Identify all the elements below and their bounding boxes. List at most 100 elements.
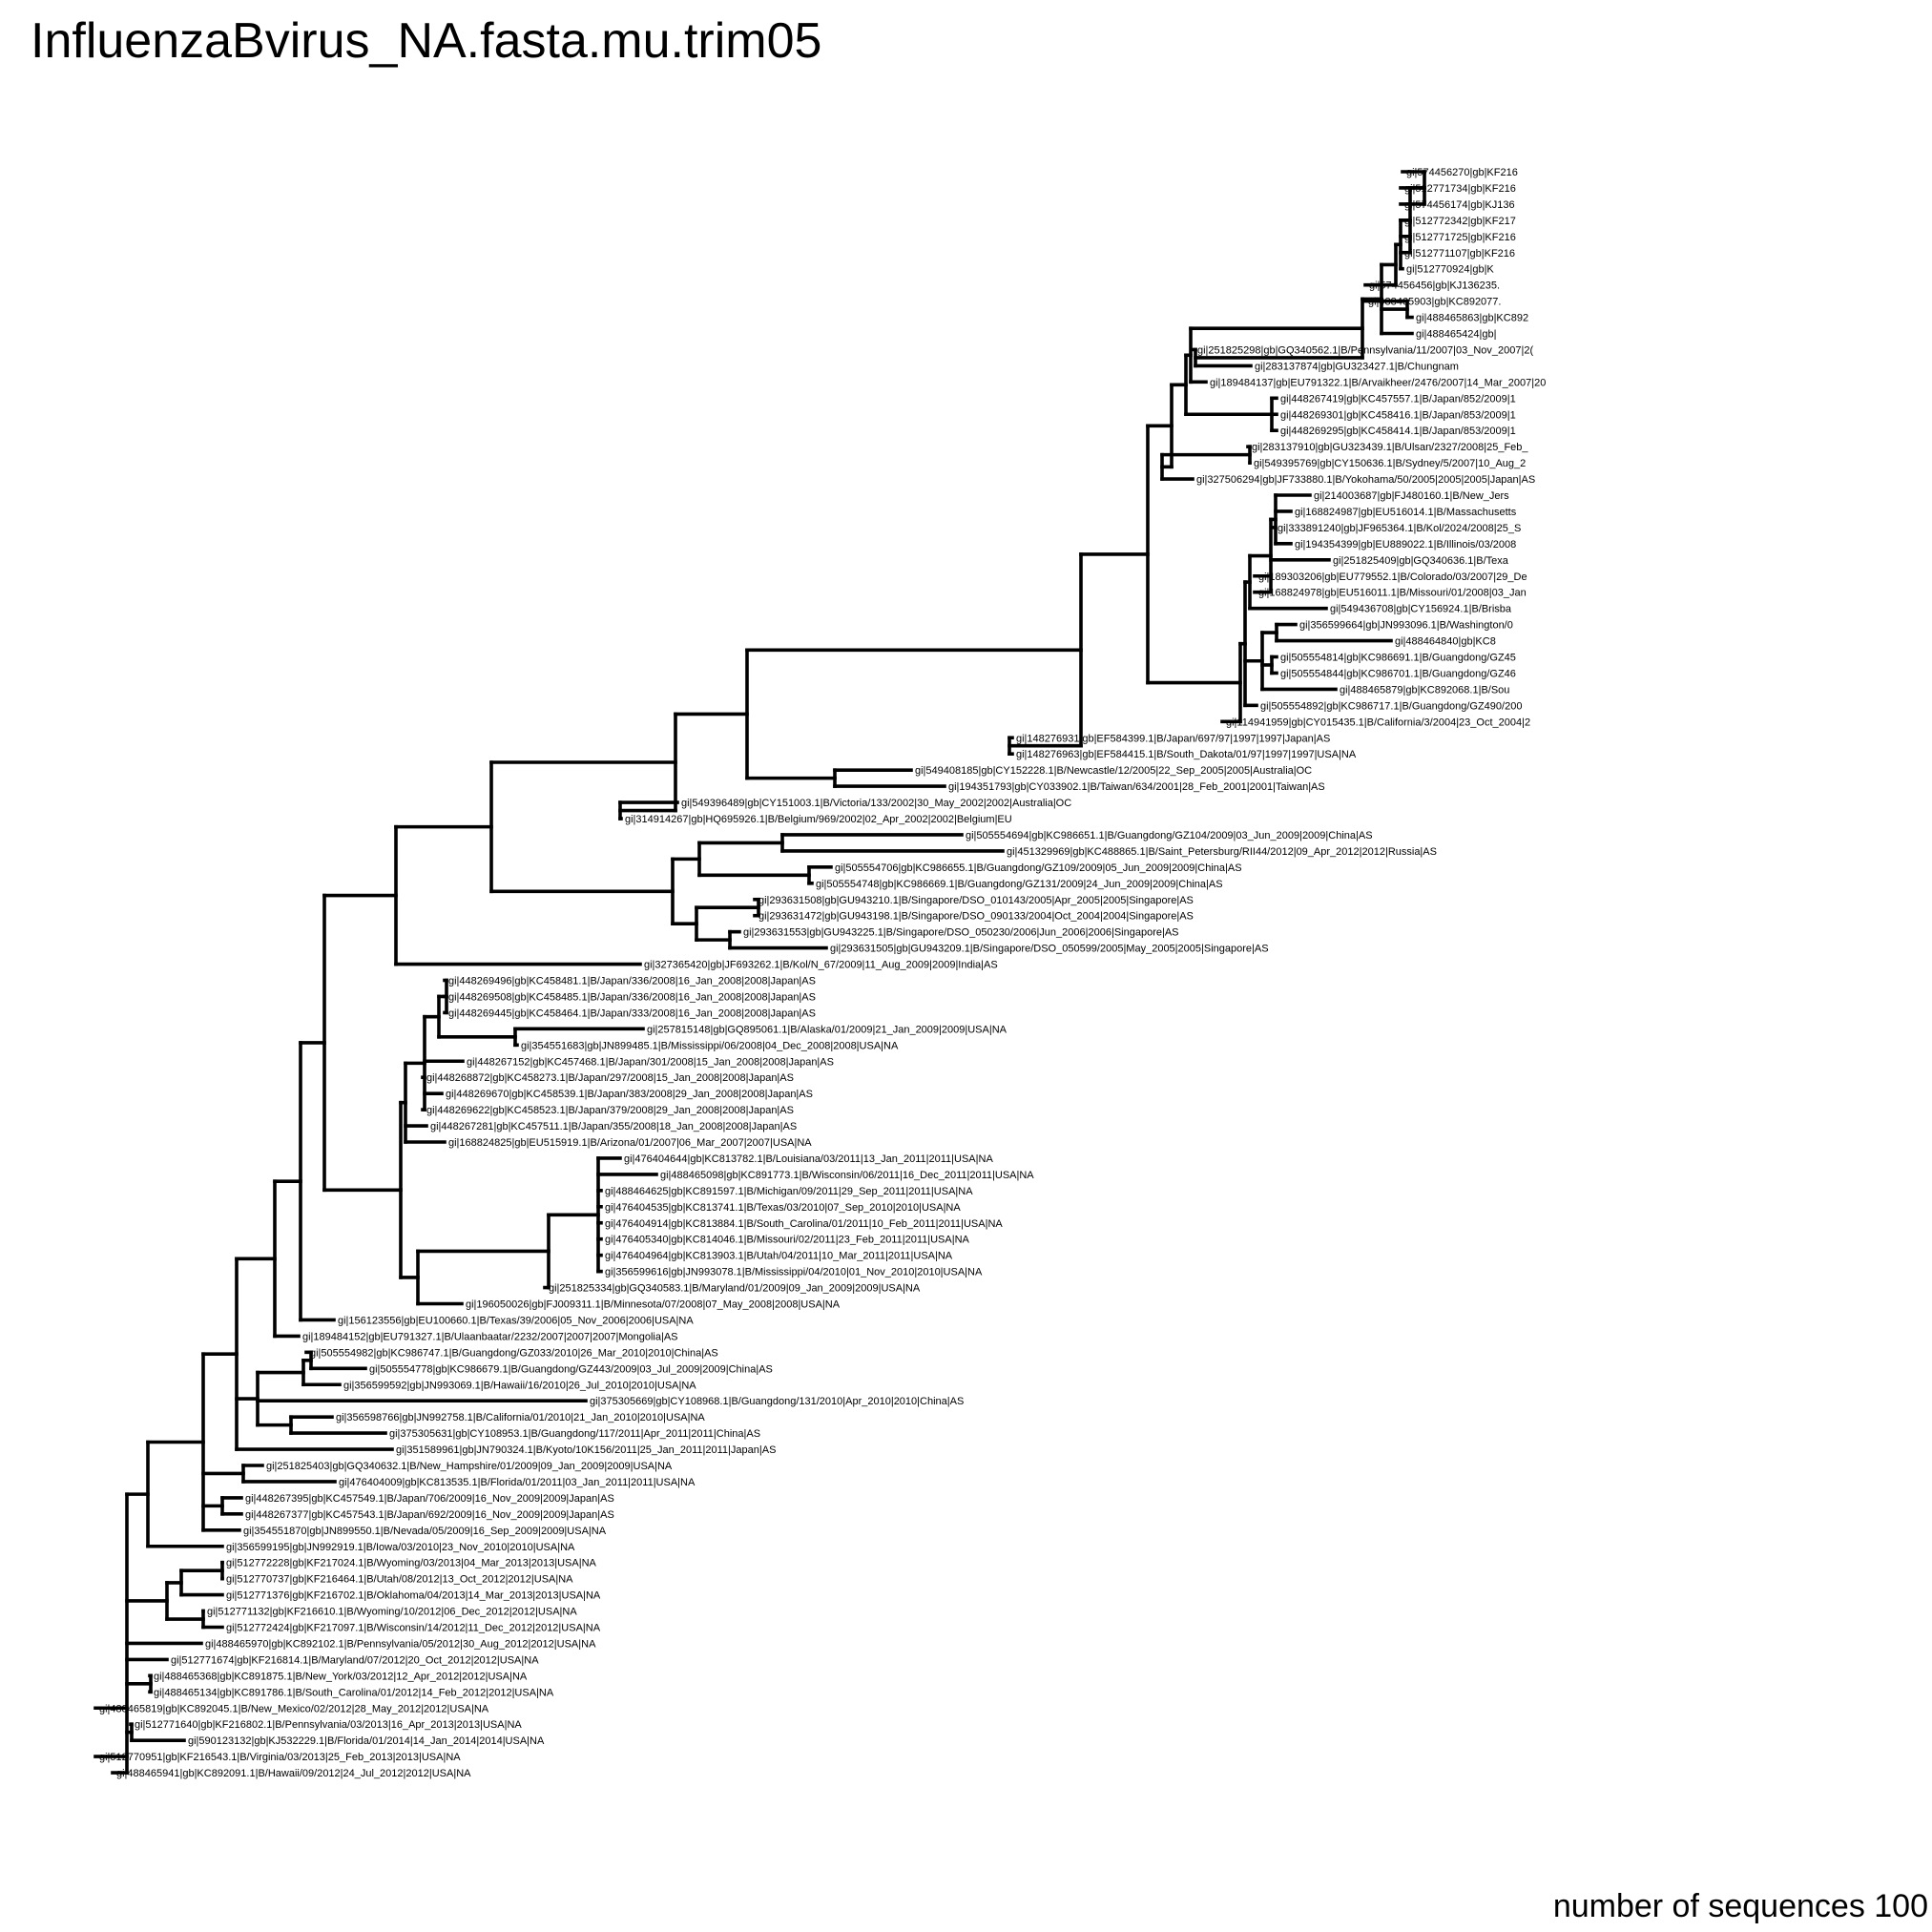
leaf-label: gi|194351793|gb|CY033902.1|B/Taiwan/634/… — [948, 781, 1325, 793]
leaf-label: gi|356599616|gb|JN993078.1|B/Mississippi… — [605, 1267, 983, 1278]
leaf-label: gi|356599195|gb|JN992919.1|B/Iowa/03/201… — [226, 1542, 575, 1553]
leaf-label: gi|512771132|gb|KF216610.1|B/Wyoming/10/… — [207, 1607, 577, 1618]
leaf-label: gi|293631505|gb|GU943209.1|B/Singapore/D… — [830, 944, 1269, 955]
leaf-label: gi|488465863|gb|KC892 — [1416, 313, 1528, 324]
leaf-label: gi|293631553|gb|GU943225.1|B/Singapore/D… — [743, 927, 1179, 939]
leaf-label: gi|448267281|gb|KC457511.1|B/Japan/355/2… — [430, 1121, 797, 1132]
leaf-label: gi|168824978|gb|EU516011.1|B/Missouri/01… — [1258, 588, 1527, 599]
leaf-label: gi|448269445|gb|KC458464.1|B/Japan/333/2… — [448, 1008, 816, 1019]
leaf-label: gi|549396489|gb|CY151003.1|B/Victoria/13… — [681, 798, 1071, 809]
leaf-label: gi|189484152|gb|EU791327.1|B/Ulaanbaatar… — [302, 1331, 678, 1342]
leaf-label: gi|505554892|gb|KC986717.1|B/Guangdong/G… — [1260, 700, 1522, 712]
leaf-label: gi|505554706|gb|KC986655.1|B/Guangdong/G… — [835, 862, 1242, 874]
leaf-label: gi|512771376|gb|KF216702.1|B/Oklahoma/04… — [226, 1590, 601, 1602]
leaf-label: gi|194354399|gb|EU889022.1|B/Illinois/03… — [1295, 539, 1516, 551]
leaf-label: gi|283137910|gb|GU323439.1|B/Ulsan/2327/… — [1252, 442, 1528, 453]
leaf-label: gi|448267395|gb|KC457549.1|B/Japan/706/2… — [245, 1493, 614, 1505]
leaf-label: gi|448267152|gb|KC457468.1|B/Japan/301/2… — [467, 1056, 834, 1068]
leaf-label: gi|549395769|gb|CY150636.1|B/Sydney/5/20… — [1254, 458, 1526, 469]
leaf-label: gi|251825298|gb|GQ340562.1|B/Pennsylvani… — [1197, 344, 1533, 356]
leaf-label: gi|488465941|gb|KC892091.1|B/Hawaii/09/2… — [116, 1768, 471, 1779]
leaf-label: gi|189484137|gb|EU791322.1|B/Arvaikheer/… — [1210, 377, 1546, 388]
leaf-label: gi|448269301|gb|KC458416.1|B/Japan/853/2… — [1280, 409, 1516, 421]
leaf-label: gi|488465903|gb|KC892077. — [1368, 297, 1501, 308]
leaf-label: gi|156123556|gb|EU100660.1|B/Texas/39/20… — [338, 1315, 694, 1326]
leaf-label: gi|476405340|gb|KC814046.1|B/Missouri/02… — [605, 1235, 970, 1246]
leaf-label: gi|476404964|gb|KC813903.1|B/Utah/04/201… — [605, 1251, 953, 1262]
leaf-label: gi|512771734|gb|KF216 — [1404, 183, 1516, 195]
leaf-label: gi|512772342|gb|KF217 — [1404, 216, 1516, 227]
leaf-label: gi|476404644|gb|KC813782.1|B/Louisiana/0… — [624, 1153, 993, 1165]
leaf-label: gi|451329969|gb|KC488865.1|B/Saint_Peter… — [1007, 846, 1437, 858]
leaf-label: gi|448269622|gb|KC458523.1|B/Japan/379/2… — [426, 1105, 794, 1116]
leaf-label: gi|476404535|gb|KC813741.1|B/Texas/03/20… — [605, 1202, 961, 1214]
leaf-label: gi|314914267|gb|HQ695926.1|B/Belgium/969… — [625, 814, 1012, 825]
page-title: InfluenzaBvirus_NA.fasta.mu.trim05 — [31, 13, 822, 69]
leaf-label: gi|488465879|gb|KC892068.1|B/Sou — [1340, 684, 1509, 696]
leaf-label: gi|512772228|gb|KF217024.1|B/Wyoming/03/… — [226, 1558, 597, 1569]
leaf-label: gi|505554982|gb|KC986747.1|B/Guangdong/G… — [310, 1347, 718, 1359]
leaf-label: gi|448269670|gb|KC458539.1|B/Japan/383/2… — [446, 1089, 813, 1100]
leaf-labels: gi|574456270|gb|KF216 gi|512771734|gb|KF2… — [99, 167, 1546, 1779]
leaf-label: gi|512771725|gb|KF216 — [1404, 232, 1516, 243]
leaf-label: gi|148276931|gb|EF584399.1|B/Japan/697/9… — [1016, 733, 1330, 744]
leaf-label: gi|283137874|gb|GU323427.1|B/Chungnam — [1255, 361, 1459, 372]
leaf-label: gi|168824825|gb|EU515919.1|B/Arizona/01/… — [448, 1137, 812, 1149]
leaf-label: gi|333891240|gb|JF965364.1|B/Kol/2024/20… — [1278, 523, 1521, 534]
leaf-label: gi|257815148|gb|GQ895061.1|B/Alaska/01/2… — [647, 1024, 1008, 1035]
leaf-label: gi|574456456|gb|KJ136235. — [1369, 280, 1500, 292]
leaf-label: gi|327506294|gb|JF733880.1|B/Yokohama/50… — [1196, 474, 1535, 486]
leaf-label: gi|293631472|gb|GU943198.1|B/Singapore/D… — [758, 911, 1194, 923]
leaf-label: gi|512771674|gb|KF216814.1|B/Maryland/07… — [171, 1654, 539, 1666]
tree-branches — [93, 170, 1426, 1775]
leaf-label: gi|505554694|gb|KC986651.1|B/Guangdong/G… — [966, 830, 1373, 841]
leaf-label: gi|354551683|gb|JN899485.1|B/Mississippi… — [521, 1040, 899, 1051]
leaf-label: gi|189303206|gb|EU779552.1|B/Colorado/03… — [1258, 571, 1527, 583]
leaf-label: gi|574456270|gb|KF216 — [1406, 167, 1518, 178]
leaf-label: gi|488465368|gb|KC891875.1|B/New_York/03… — [154, 1671, 528, 1682]
leaf-label: gi|354551870|gb|JN899550.1|B/Nevada/05/2… — [243, 1526, 607, 1537]
leaf-label: gi|293631508|gb|GU943210.1|B/Singapore/D… — [758, 895, 1194, 906]
leaf-label: gi|196050026|gb|FJ009311.1|B/Minnesota/0… — [466, 1299, 841, 1311]
leaf-label: gi|488465970|gb|KC892102.1|B/Pennsylvani… — [205, 1638, 596, 1650]
leaf-label: gi|505554844|gb|KC986701.1|B/Guangdong/G… — [1280, 668, 1516, 679]
leaf-label: gi|574456174|gb|KJ136 — [1404, 199, 1515, 211]
leaf-label: gi|448269508|gb|KC458485.1|B/Japan/336/2… — [448, 991, 816, 1003]
leaf-label: gi|512770924|gb|K — [1406, 264, 1494, 276]
leaf-label: gi|448269295|gb|KC458414.1|B/Japan/853/2… — [1280, 426, 1516, 437]
leaf-label: gi|114941959|gb|CY015435.1|B/California/… — [1226, 717, 1530, 728]
leaf-label: gi|488465134|gb|KC891786.1|B/South_Carol… — [154, 1687, 554, 1698]
leaf-label: gi|375305631|gb|CY108953.1|B/Guangdong/1… — [389, 1428, 760, 1440]
leaf-label: gi|488464625|gb|KC891597.1|B/Michigan/09… — [605, 1186, 973, 1197]
leaf-label: gi|512772424|gb|KF217097.1|B/Wisconsin/1… — [226, 1623, 601, 1634]
leaf-label: gi|476404009|gb|KC813535.1|B/Florida/01/… — [339, 1477, 696, 1488]
leaf-label: gi|168824987|gb|EU516014.1|B/Massachuset… — [1295, 507, 1517, 518]
leaf-label: gi|512771107|gb|KF216 — [1404, 248, 1515, 260]
leaf-label: gi|375305669|gb|CY108968.1|B/Guangdong/1… — [590, 1396, 964, 1407]
leaf-label: gi|214003687|gb|FJ480160.1|B/New_Jers — [1314, 490, 1509, 502]
leaf-label: gi|327365420|gb|JF693262.1|B/Kol/N_67/20… — [644, 960, 998, 971]
leaf-label: gi|448267419|gb|KC457557.1|B/Japan/852/2… — [1280, 393, 1516, 405]
leaf-label: gi|549436708|gb|CY156924.1|B/Brisba — [1330, 604, 1512, 615]
leaf-label: gi|356599664|gb|JN993096.1|B/Washington/… — [1299, 620, 1513, 632]
leaf-label: gi|356599592|gb|JN993069.1|B/Hawaii/16/2… — [343, 1380, 696, 1391]
leaf-label: gi|505554748|gb|KC986669.1|B/Guangdong/G… — [816, 879, 1223, 890]
leaf-label: gi|488465424|gb| — [1416, 329, 1496, 341]
leaf-label: gi|488465819|gb|KC892045.1|B/New_Mexico/… — [99, 1703, 489, 1714]
leaf-label: gi|512770737|gb|KF216464.1|B/Utah/08/201… — [226, 1574, 573, 1586]
leaf-label: gi|488464840|gb|KC8 — [1395, 636, 1496, 648]
leaf-label: gi|512770951|gb|KF216543.1|B/Virginia/03… — [99, 1752, 461, 1763]
leaf-label: gi|448267377|gb|KC457543.1|B/Japan/692/2… — [245, 1509, 614, 1521]
leaf-label: gi|505554778|gb|KC986679.1|B/Guangdong/G… — [369, 1363, 773, 1375]
leaf-label: gi|590123132|gb|KJ532229.1|B/Florida/01/… — [188, 1735, 545, 1747]
leaf-label: gi|351589961|gb|JN790324.1|B/Kyoto/10K15… — [396, 1444, 776, 1456]
leaf-label: gi|148276963|gb|EF584415.1|B/South_Dakot… — [1016, 749, 1357, 760]
leaf-label: gi|512771640|gb|KF216802.1|B/Pennsylvani… — [135, 1719, 522, 1731]
leaf-label: gi|251825409|gb|GQ340636.1|B/Texa — [1333, 555, 1509, 567]
leaf-label: gi|448268872|gb|KC458273.1|B/Japan/297/2… — [426, 1072, 794, 1084]
leaf-label: gi|356598766|gb|JN992758.1|B/California/… — [336, 1412, 705, 1423]
leaf-label: gi|251825334|gb|GQ340583.1|B/Maryland/01… — [549, 1283, 921, 1295]
leaf-label: gi|505554814|gb|KC986691.1|B/Guangdong/G… — [1280, 653, 1516, 664]
leaf-label: gi|488465098|gb|KC891773.1|B/Wisconsin/0… — [660, 1170, 1034, 1181]
